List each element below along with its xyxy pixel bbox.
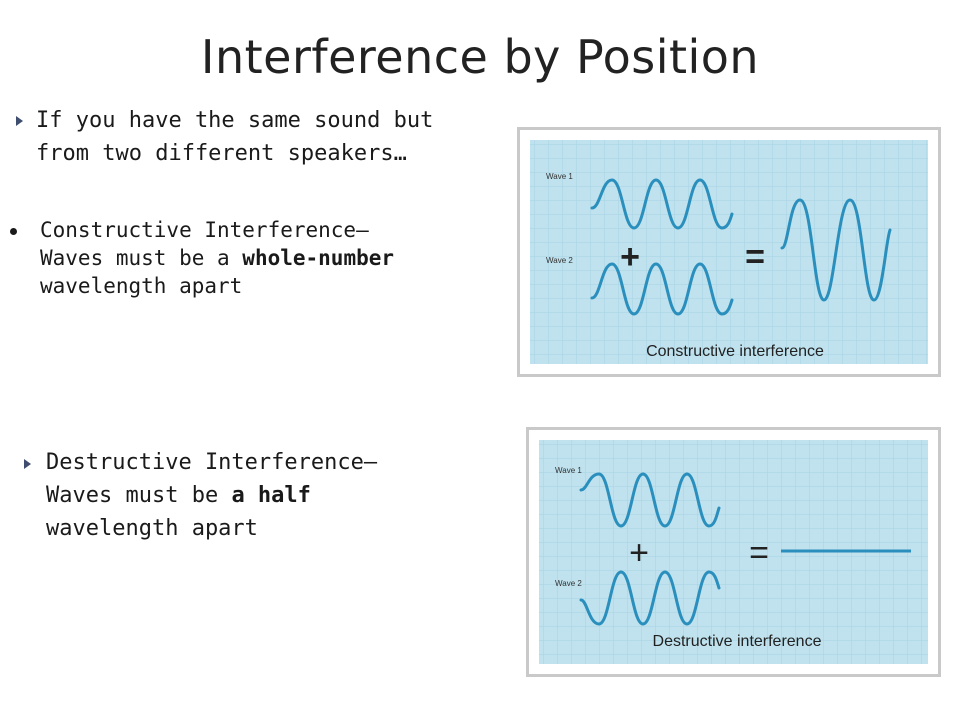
plus-icon: +: [629, 534, 649, 572]
bullet-destructive: Destructive Interference– Waves must be …: [46, 446, 377, 545]
wave2-curve: [579, 570, 721, 626]
wave1-label: Wave 1: [546, 172, 573, 181]
destructive-diagram: Wave 1 Wave 2 + = Destructive interferen…: [526, 427, 941, 677]
destructive-diagram-canvas: Wave 1 Wave 2 + = Destructive interferen…: [539, 440, 928, 664]
equals-icon: =: [749, 534, 769, 572]
bullet-same-sound: If you have the same sound but from two …: [36, 104, 433, 170]
bullet-destructive-line3: wavelength apart: [46, 516, 258, 541]
wave2-label: Wave 2: [546, 256, 573, 265]
bullet-constructive-emphasis: whole-number: [242, 246, 395, 270]
slide-title: Interference by Position: [200, 30, 760, 84]
wave2-label: Wave 2: [555, 579, 582, 588]
wave1-curve: [590, 178, 734, 230]
arrow-bullet-icon: [16, 116, 23, 126]
wave1-curve: [579, 472, 721, 528]
bullet-constructive-line1: Constructive Interference–: [40, 218, 369, 242]
bullet-destructive-line1: Destructive Interference–: [46, 450, 378, 475]
bullet-constructive-text: Waves must be a: [40, 246, 243, 270]
bullet-constructive-line3: wavelength apart: [40, 274, 243, 298]
wave2-curve: [590, 262, 734, 316]
constructive-grid: [530, 140, 928, 364]
result-wave-curve: [780, 198, 892, 302]
bullet-destructive-text: Waves must be: [46, 483, 232, 508]
constructive-diagram: Wave 1 Wave 2 + = Constructive interfere…: [517, 127, 941, 377]
constructive-caption: Constructive interference: [646, 343, 824, 360]
wave1-label: Wave 1: [555, 466, 582, 475]
plus-icon: +: [620, 238, 640, 276]
dot-bullet-icon: [10, 228, 17, 235]
arrow-bullet-icon: [24, 459, 31, 469]
bullet-same-sound-line1: If you have the same sound but: [36, 108, 434, 133]
bullet-constructive: Constructive Interference– Waves must be…: [40, 216, 394, 300]
bullet-same-sound-line2: from two different speakers…: [36, 141, 407, 166]
bullet-destructive-line2: Waves must be a half: [46, 479, 377, 512]
destructive-caption: Destructive interference: [653, 633, 822, 650]
bullet-constructive-line2: Waves must be a whole-number: [40, 244, 394, 272]
constructive-diagram-canvas: Wave 1 Wave 2 + = Constructive interfere…: [530, 140, 928, 364]
equals-icon: =: [745, 238, 765, 276]
bullet-destructive-emphasis: a half: [231, 483, 311, 508]
